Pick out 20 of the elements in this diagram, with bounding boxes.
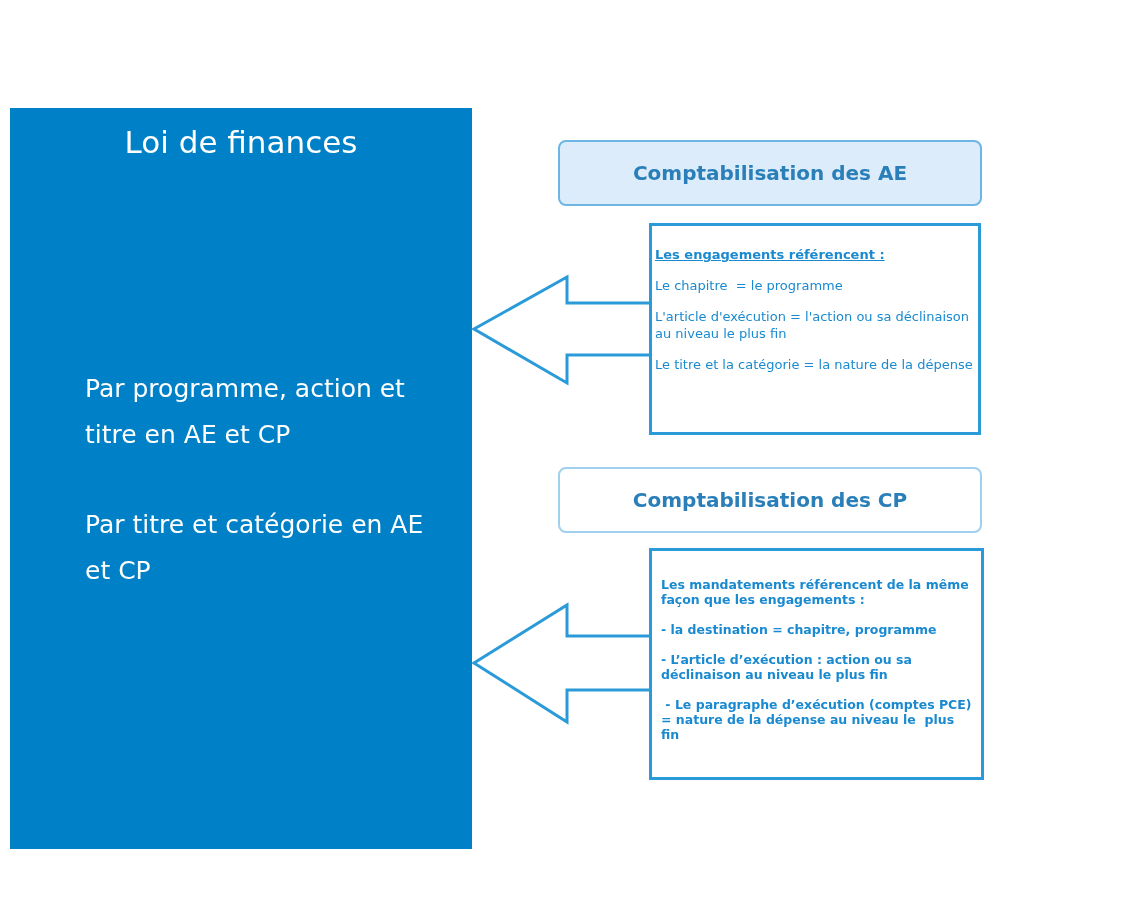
callout-text: - Le paragraphe d’exécution (comptes PCE) = nature de la dépense au niveau le plus fin — [661, 697, 973, 742]
callout-box — [649, 548, 984, 780]
panel-text: Par programme, action et titre en AE et CP — [85, 373, 406, 451]
panel-title: Loi de finances — [123, 124, 359, 160]
callout-text: Le chapitre = le programme — [655, 277, 844, 294]
panel-text: Par titre et catégorie en AE et CP — [85, 509, 425, 587]
header-box — [558, 467, 982, 533]
block-arrow — [471, 602, 651, 725]
callout-heading: Les mandatements référencent de la même façon que les engagements : — [661, 577, 970, 607]
callout-text: - la destination = chapitre, programme — [661, 622, 938, 637]
block-arrow — [470, 274, 651, 386]
header-title: Comptabilisation des CP — [632, 488, 908, 512]
callout-text: L'article d'exécution = l'action ou sa déclinaison au niveau le plus fin — [655, 308, 970, 342]
callout-text: - L’article d’exécution : action ou sa déclinaison au niveau le plus fin — [661, 652, 913, 682]
header-box — [558, 140, 982, 206]
header-title: Comptabilisation des AE — [632, 161, 908, 185]
callout-heading: Les engagements référencent : — [655, 246, 886, 263]
callout-box — [649, 223, 981, 435]
callout-text: Le titre et la catégorie = la nature de la dépense — [655, 356, 974, 373]
panel — [10, 108, 472, 849]
